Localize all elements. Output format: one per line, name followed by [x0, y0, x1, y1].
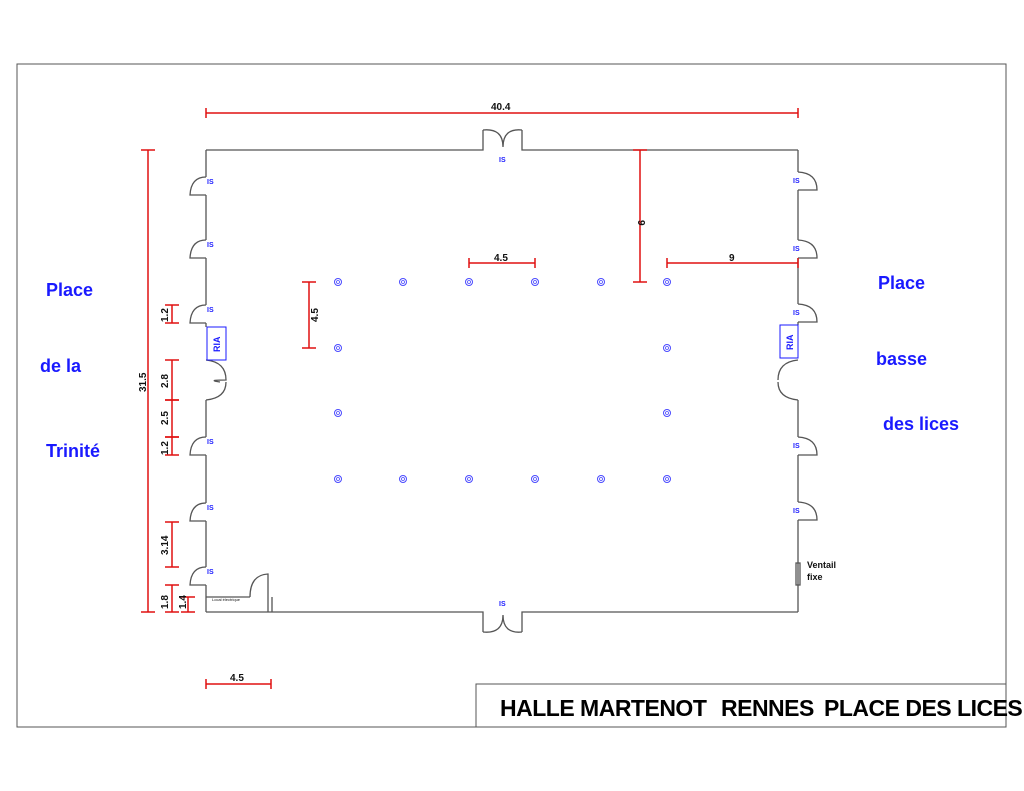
column-marker [597, 278, 605, 286]
title-hall: HALLE MARTENOT [500, 695, 707, 721]
ventail-label: Ventail [807, 560, 836, 570]
dimension-line [181, 596, 195, 613]
left-place-line-2: de la [40, 356, 82, 376]
drawing-frame [16, 63, 1007, 728]
dim-left-5-label: 3.14 [160, 535, 171, 555]
column-marker [465, 278, 473, 286]
dimension-line [165, 584, 179, 613]
column-marker [531, 475, 539, 483]
dim-height-label: 31.5 [138, 372, 149, 392]
title-city: RENNES [721, 695, 814, 721]
door-right [797, 436, 818, 456]
column-marker [334, 278, 342, 286]
ria-label-right: RIA [785, 334, 795, 350]
column-marker [334, 475, 342, 483]
column-marker [399, 475, 407, 483]
is-label: IS [207, 439, 214, 446]
dim-column-spacing-v-label: 4.5 [310, 308, 321, 322]
is-label-top: IS [499, 157, 506, 164]
column-marker [531, 278, 539, 286]
dimension-line [205, 679, 272, 689]
door-left [189, 239, 207, 259]
left-place-line-3: Trinité [46, 441, 100, 461]
dim-width-label: 40.4 [491, 102, 511, 113]
dimension-line [205, 108, 799, 118]
column-marker [399, 278, 407, 286]
dimension-line [165, 521, 179, 568]
ria-box-right [779, 324, 799, 359]
title-place: PLACE DES LICES [824, 695, 1022, 721]
left-place-line-1: Place [46, 280, 93, 300]
is-label: IS [793, 508, 800, 515]
dim-top-right-v-label: 9 [635, 220, 646, 226]
column-marker [663, 475, 671, 483]
is-label: IS [793, 443, 800, 450]
ria-box-left [206, 326, 227, 361]
dim-left-4-label: 1.2 [160, 441, 171, 455]
dim-left-7-label: 1.4 [178, 595, 189, 609]
right-place-line-1: Place [878, 273, 925, 293]
dimension-line [302, 281, 316, 349]
column-marker [663, 344, 671, 352]
dimension-line [468, 258, 536, 268]
dim-top-right-h-label: 9 [729, 253, 735, 264]
is-label: IS [793, 310, 800, 317]
column-marker [663, 278, 671, 286]
column-marker [334, 409, 342, 417]
dim-left-1-label: 1.2 [160, 308, 171, 322]
is-label: IS [207, 505, 214, 512]
is-label: IS [793, 178, 800, 185]
ria-label-left: RIA [212, 336, 222, 352]
dim-left-6-label: 1.8 [160, 595, 171, 609]
dimension-line [141, 149, 155, 613]
local-electrique-label: Local électrique [212, 597, 241, 602]
fixe-label: fixe [807, 572, 823, 582]
right-place-line-3: des lices [883, 414, 959, 434]
dimension-line [666, 258, 799, 268]
door-left [189, 566, 207, 586]
dim-column-spacing-label: 4.5 [494, 253, 508, 264]
building-walls [205, 129, 801, 633]
is-label: IS [793, 246, 800, 253]
column-marker [663, 409, 671, 417]
door-left [189, 176, 207, 196]
column-marker [465, 475, 473, 483]
door-right [797, 303, 818, 323]
dimension-line [165, 436, 179, 456]
door-left [189, 502, 207, 522]
dimension-line [165, 304, 179, 324]
door-left [189, 304, 207, 324]
dimension-line [633, 149, 647, 283]
door-right [797, 171, 818, 191]
dim-left-2-label: 2.8 [160, 374, 171, 388]
is-label: IS [207, 179, 214, 186]
is-label: IS [207, 307, 214, 314]
dimension-lines [141, 108, 799, 689]
column-marker [597, 475, 605, 483]
right-place-line-2: basse [876, 349, 927, 369]
door-right [797, 239, 818, 259]
is-label: IS [207, 569, 214, 576]
door-right [797, 501, 818, 521]
title-block [475, 683, 1007, 728]
column-marker [334, 344, 342, 352]
door-left [189, 436, 207, 456]
fixed-leaf [795, 562, 801, 586]
is-label-bottom: IS [499, 601, 506, 608]
dim-bottom-label: 4.5 [230, 673, 244, 684]
is-label: IS [207, 242, 214, 249]
dim-left-3-label: 2.5 [160, 411, 171, 425]
